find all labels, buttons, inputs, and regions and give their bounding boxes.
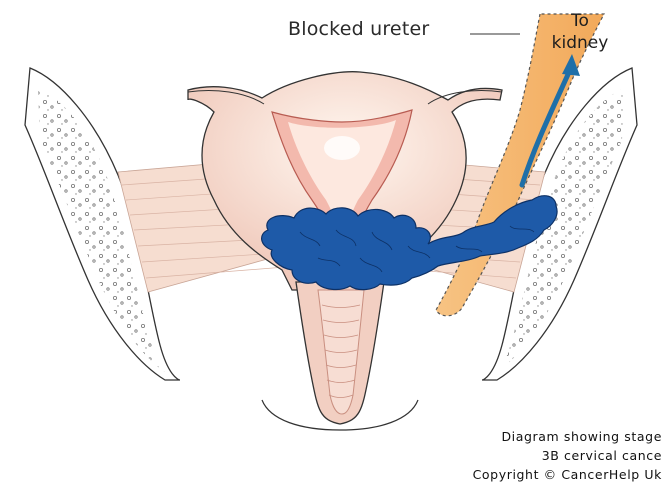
vagina: [262, 282, 418, 430]
caption-line3: Copyright © CancerHelp Uk: [422, 465, 662, 484]
to-kidney-line1: To: [540, 10, 620, 32]
caption-line2: 3B cervical cance: [422, 446, 662, 465]
caption-line1: Diagram showing stage: [422, 427, 662, 446]
to-kidney-label: To kidney: [540, 10, 620, 54]
caption: Diagram showing stage 3B cervical cance …: [422, 427, 662, 484]
to-kidney-line2: kidney: [540, 32, 620, 54]
blocked-ureter-label: Blocked ureter: [288, 18, 429, 40]
